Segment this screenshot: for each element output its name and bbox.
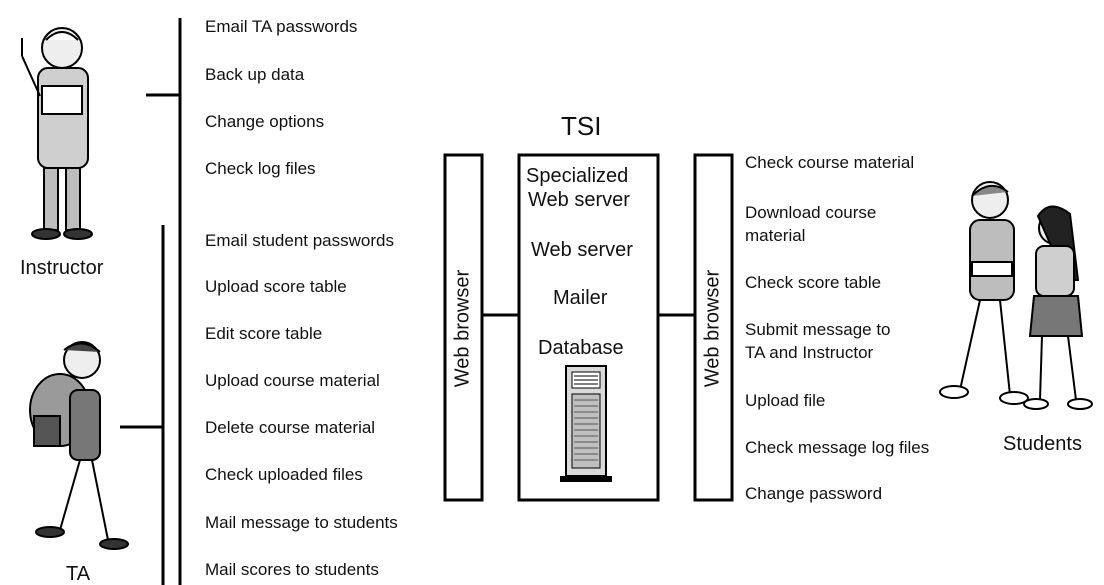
web-browser-right-label: Web browser bbox=[701, 269, 724, 388]
student-action-1: Check course material bbox=[745, 153, 915, 172]
student-action-7: Change password bbox=[745, 484, 883, 503]
student-action-4-line2: TA and Instructor bbox=[745, 343, 874, 362]
server-web-server: Web server bbox=[531, 239, 633, 261]
ta-action-5: Delete course material bbox=[205, 418, 376, 437]
ta-figure-icon bbox=[29, 341, 129, 550]
instructor-action-3: Change options bbox=[205, 112, 325, 131]
student-action-3: Check score table bbox=[745, 273, 882, 292]
server-line-specialized: Specialized bbox=[526, 165, 629, 187]
student-action-6: Check message log files bbox=[745, 438, 930, 457]
student-action-5: Upload file bbox=[745, 391, 826, 410]
instructor-action-4: Check log files bbox=[205, 159, 316, 178]
instructor-figure-icon bbox=[21, 27, 93, 240]
ta-action-8: Mail scores to students bbox=[205, 560, 379, 579]
instructor-action-2: Back up data bbox=[205, 65, 305, 84]
ta-action-1: Email student passwords bbox=[205, 231, 394, 250]
instructor-label: Instructor bbox=[20, 257, 104, 279]
student-action-2-line1: Download course bbox=[745, 203, 877, 222]
server-tower-icon bbox=[560, 365, 612, 482]
ta-action-3: Edit score table bbox=[205, 324, 323, 343]
student-action-4-line1: Submit message to bbox=[745, 320, 891, 339]
ta-action-6: Check uploaded files bbox=[205, 465, 363, 484]
student-action-2-line2: material bbox=[745, 226, 806, 245]
web-browser-right-box bbox=[693, 153, 734, 502]
ta-action-4: Upload course material bbox=[205, 371, 380, 390]
server-database: Database bbox=[538, 337, 624, 359]
students-figure-icon bbox=[939, 181, 1093, 410]
instructor-action-1: Email TA passwords bbox=[205, 17, 358, 36]
ta-action-7: Mail message to students bbox=[205, 513, 398, 532]
ta-action-2: Upload score table bbox=[205, 277, 347, 296]
tsi-server-box bbox=[517, 153, 660, 502]
tsi-title: TSI bbox=[561, 111, 602, 141]
server-mailer: Mailer bbox=[553, 287, 608, 309]
web-browser-left-box bbox=[443, 153, 484, 502]
server-line-web-server-a: Web server bbox=[528, 189, 630, 211]
students-label: Students bbox=[1003, 433, 1082, 455]
web-browser-left-label: Web browser bbox=[451, 269, 474, 388]
ta-label: TA bbox=[66, 563, 91, 585]
